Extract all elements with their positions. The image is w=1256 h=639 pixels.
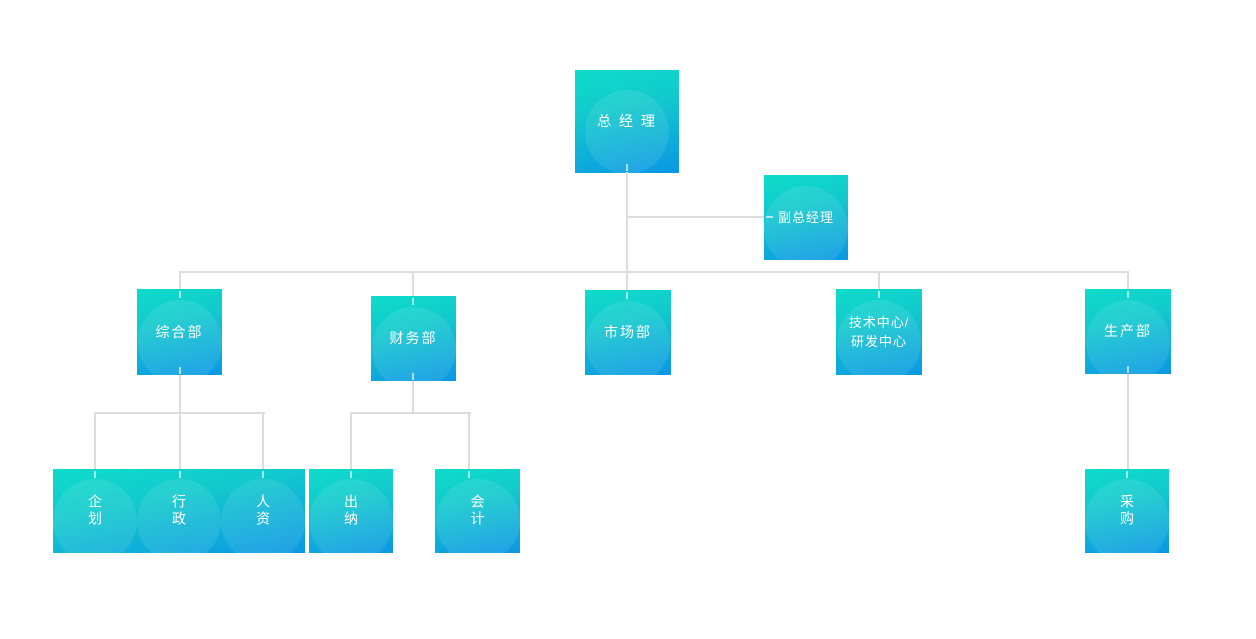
node-cashier: 出纳 (309, 469, 393, 553)
connector-production-down (1127, 374, 1129, 469)
tick-general-manager-bottom (626, 164, 628, 171)
node-procurement-label: 采购 (1119, 494, 1135, 528)
connector-general-affairs-children (94, 412, 265, 414)
connector-deputy-branch (627, 216, 764, 218)
tick-finance-top (412, 298, 414, 305)
tick-cashier-top (350, 471, 352, 478)
connector-stub-finance (412, 273, 414, 296)
node-finance-dept-label: 财务部 (389, 330, 438, 346)
node-accounting: 会计 (435, 469, 520, 553)
tick-accounting-top (468, 471, 470, 478)
connector-stub-administration (179, 414, 181, 469)
connector-stub-production (1127, 273, 1129, 289)
group-general-affairs-children: 企划 行政 人资 (53, 469, 305, 553)
node-administration-label: 行政 (171, 494, 187, 528)
connector-stub-accounting (468, 414, 470, 469)
node-marketing-dept-label: 市场部 (604, 324, 652, 340)
connector-stub-human-resources (262, 414, 264, 469)
tick-planning-top (94, 471, 96, 478)
connector-stub-tech-center (878, 273, 880, 289)
node-general-affairs-dept: 综合部 (137, 289, 222, 375)
tick-production-top (1127, 291, 1129, 298)
node-planning: 企划 (53, 469, 137, 553)
node-finance-dept: 财务部 (371, 296, 456, 381)
tick-production-bottom (1127, 366, 1129, 373)
connector-finance-children (350, 412, 471, 414)
connector-stub-general-affairs (179, 273, 181, 289)
node-marketing-dept: 市场部 (585, 290, 671, 375)
node-human-resources: 人资 (221, 469, 305, 553)
node-administration: 行政 (137, 469, 221, 553)
tick-marketing-top (626, 292, 628, 299)
connector-general-affairs-down (179, 375, 181, 414)
tick-human-resources-top (262, 471, 264, 478)
connector-stub-planning (94, 414, 96, 469)
connector-finance-down (412, 381, 414, 414)
connector-stub-cashier (350, 414, 352, 469)
node-production-dept: 生产部 (1085, 289, 1171, 374)
tick-general-affairs-bottom (179, 367, 181, 374)
node-accounting-label: 会计 (469, 494, 486, 528)
tick-tech-center-top (878, 291, 880, 298)
node-tech-rd-center-label: 技术中心/ 研发中心 (848, 314, 910, 350)
connector-level2-horizontal (179, 271, 1129, 273)
node-human-resources-label: 人资 (255, 494, 271, 528)
node-procurement: 采购 (1085, 469, 1169, 553)
node-deputy-general-manager: 副总经理 (764, 175, 848, 260)
tick-administration-top (179, 471, 181, 478)
connector-gm-down (626, 172, 628, 290)
node-planning-label: 企划 (87, 494, 103, 528)
node-deputy-general-manager-label: 副总经理 (777, 209, 834, 225)
node-cashier-label: 出纳 (343, 494, 359, 528)
tick-deputy-general-manager-left (766, 216, 773, 218)
node-general-affairs-dept-label: 综合部 (155, 323, 204, 340)
node-tech-rd-center: 技术中心/ 研发中心 (836, 289, 922, 375)
node-general-manager: 总 经 理 (575, 70, 679, 173)
node-production-dept-label: 生产部 (1104, 323, 1152, 339)
node-general-manager-label: 总 经 理 (597, 113, 657, 129)
tick-procurement-top (1126, 471, 1128, 478)
tick-finance-bottom (412, 373, 414, 380)
tick-general-affairs-top (179, 291, 181, 298)
